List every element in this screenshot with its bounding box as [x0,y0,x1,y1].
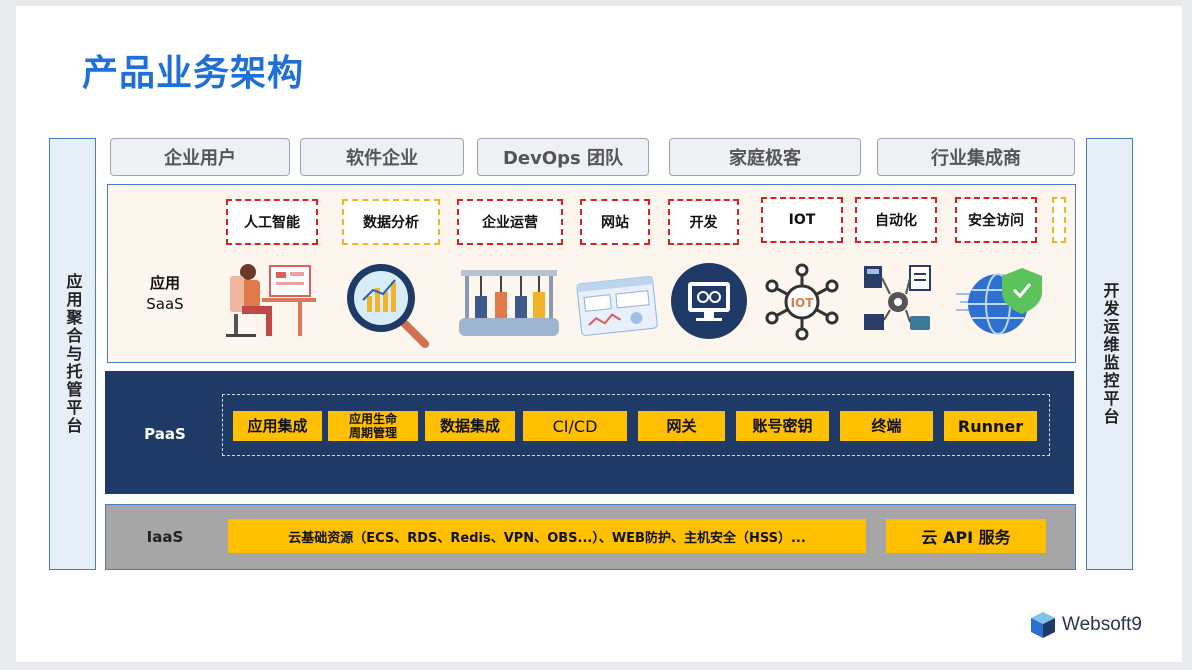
websoft9-logo: Websoft9 [1028,610,1142,640]
websoft9-cube-icon [1031,612,1055,638]
left-panel-label: 应用聚合与托管平台 [63,273,83,435]
tag-automation: 自动化 [855,197,937,243]
tag-operations: 企业运营 [457,199,563,245]
iaas-label: IaaS [146,528,184,546]
paas-account-keys: 账号密钥 [736,411,829,441]
user-integrator: 行业集成商 [877,138,1075,176]
data-analysis-magnifier-icon [347,264,429,348]
developer-workstation-icon [226,264,316,337]
saas-label: 应用 SaaS [130,272,200,313]
svg-text:IOT: IOT [791,296,815,310]
right-panel-label: 开发运维监控平台 [1100,282,1120,426]
tag-ai: 人工智能 [226,199,318,245]
saas-label-en: SaaS [146,295,184,313]
tag-iot: IOT [761,197,843,243]
user-home-geek: 家庭极客 [669,138,861,176]
automation-controls-icon [864,265,931,330]
paas-app-integration: 应用集成 [233,411,322,441]
right-panel: 开发运维监控平台 [1086,138,1133,570]
user-software-company: 软件企业 [300,138,464,176]
paas-services-group [222,394,1050,456]
user-enterprise: 企业用户 [110,138,290,176]
paas-lifecycle-management: 应用生命 周期管理 [328,411,418,441]
secure-globe-icon [956,268,1042,335]
iaas-cloud-resources: 云基础资源（ECS、RDS、Redis、VPN、OBS...）、WEB防护、主机… [228,519,866,553]
page-title: 产品业务架构 [82,53,305,94]
iot-network-icon: IOT [765,263,839,341]
tag-dev: 开发 [668,199,739,245]
brand-name: Websoft9 [1062,614,1142,635]
paas-label: PaaS [144,425,186,443]
factory-robots-icon [459,270,559,336]
paas-cicd: CI/CD [523,411,627,441]
user-devops-team: DevOps 团队 [477,138,649,176]
tag-data-analysis: 数据分析 [342,199,440,245]
iaas-cloud-api: 云 API 服务 [886,519,1046,553]
code-monitor-icon [671,263,747,339]
tag-secure-access: 安全访问 [955,197,1037,243]
paas-data-integration: 数据集成 [425,411,515,441]
paas-terminal: 终端 [840,411,933,441]
paas-gateway: 网关 [638,411,725,441]
website-dashboard-icon [576,276,658,336]
paas-lifecycle-line2: 周期管理 [348,426,397,440]
tag-more [1052,197,1066,243]
paas-runner: Runner [944,411,1037,441]
saas-label-cn: 应用 [149,274,180,292]
left-panel: 应用聚合与托管平台 [49,138,96,570]
tag-website: 网站 [580,199,650,245]
paas-lifecycle-line1: 应用生命 [348,412,397,426]
